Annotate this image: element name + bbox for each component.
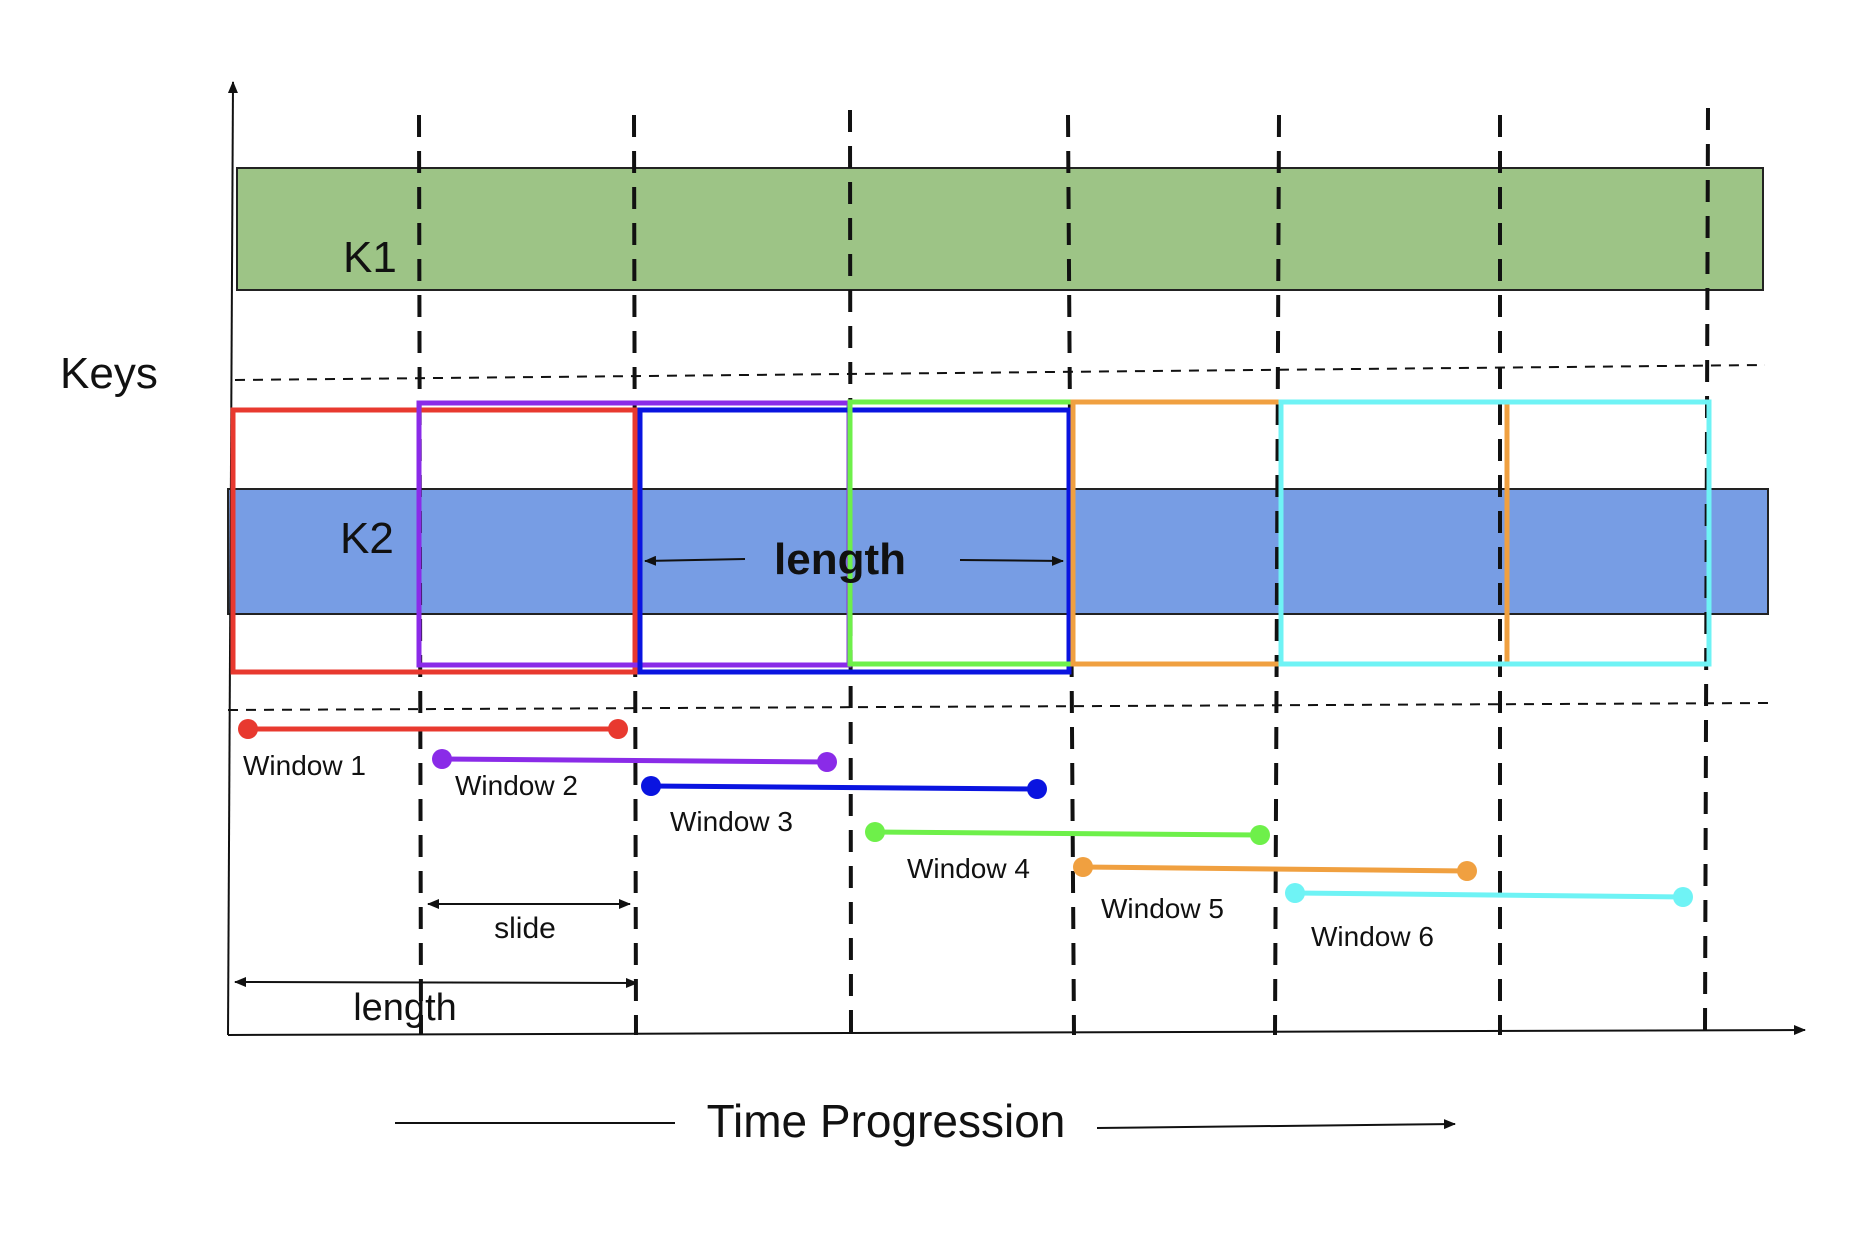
time-boundary-line (848, 109, 853, 1036)
time-boundary-line (1066, 114, 1076, 1036)
window-4-end-point (1250, 825, 1270, 845)
time-boundary-line (632, 114, 638, 1036)
window-length-label: length (774, 535, 906, 584)
x-axis-label: Time Progression (707, 1095, 1066, 1147)
key2-label: K2 (340, 514, 394, 563)
window-boxes (230, 399, 1712, 675)
time-boundary-line (417, 114, 423, 1036)
time-boundary-line (1273, 114, 1281, 1036)
window-2-start-point (432, 749, 452, 769)
length-dimension-arrow (234, 977, 638, 988)
window-label-3: Window 3 (670, 806, 793, 837)
window-box-3 (637, 407, 1072, 675)
window-segment-5 (1082, 864, 1468, 874)
window-5-end-point (1457, 861, 1477, 881)
length-arrow-left (644, 555, 746, 566)
window-3-end-point (1027, 779, 1047, 799)
window-segment-2 (441, 756, 828, 765)
window-1-start-point (238, 719, 258, 739)
window-5-start-point (1073, 857, 1093, 877)
window-segment-3 (650, 783, 1038, 792)
window-label-2: Window 2 (455, 770, 578, 801)
window-label-5: Window 5 (1101, 893, 1224, 924)
slide-label: slide (494, 912, 556, 945)
window-label-4: Window 4 (907, 853, 1030, 884)
key1-band (236, 167, 1764, 291)
window-4-start-point (865, 822, 885, 842)
window-1-end-point (608, 719, 628, 739)
key1-label: K1 (343, 233, 397, 282)
separator-lower (227, 702, 1769, 711)
window-2-end-point (817, 752, 837, 772)
window-label-1: Window 1 (243, 750, 366, 781)
window-segments (238, 719, 1693, 907)
window-segment-4 (874, 829, 1261, 838)
window-box-6 (1278, 399, 1712, 667)
time-arrow-right (1096, 1119, 1456, 1130)
length-arrow-right (959, 555, 1064, 566)
y-axis-label: Keys (60, 349, 158, 398)
separator-upper (234, 364, 1766, 381)
window-6-end-point (1673, 887, 1693, 907)
window-3-start-point (641, 776, 661, 796)
window-label-6: Window 6 (1311, 921, 1434, 952)
x-axis (227, 1025, 1806, 1036)
window-box-1 (230, 407, 638, 675)
window-segment-6 (1294, 890, 1684, 900)
time-boundaries (417, 107, 1710, 1036)
length-dimension-label: length (353, 987, 457, 1029)
key2-band (227, 488, 1769, 615)
time-boundary-line (1703, 107, 1710, 1031)
window-labels: Window 1 Window 2 Window 3 Window 4 Window 5… (243, 750, 1434, 952)
window-6-start-point (1285, 883, 1305, 903)
